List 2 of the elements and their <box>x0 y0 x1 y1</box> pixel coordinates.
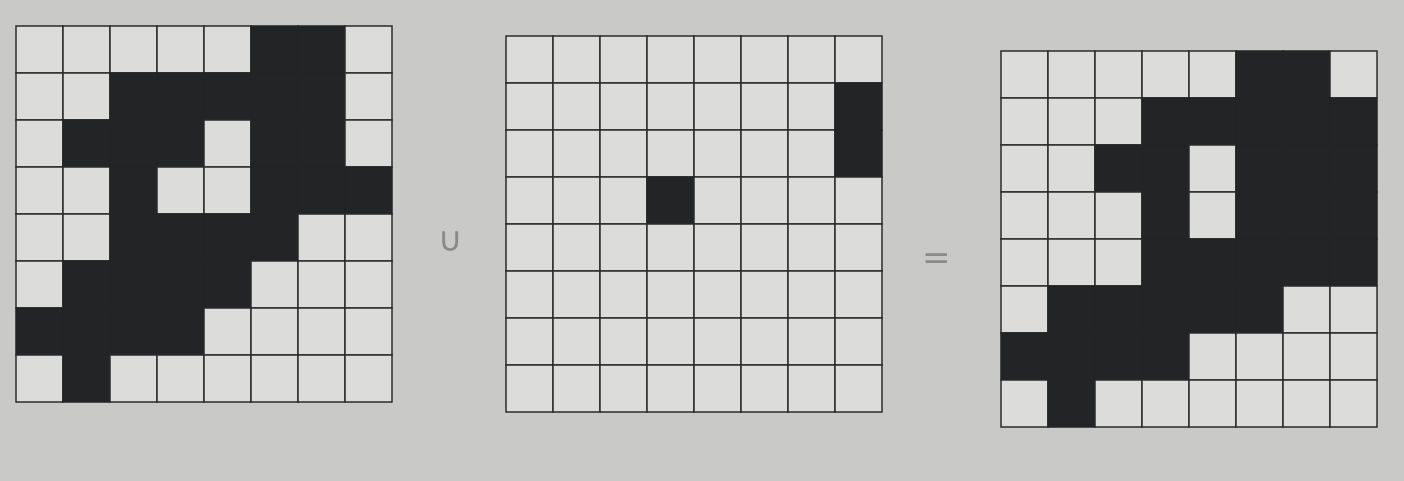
operator-symbol: = <box>922 240 951 274</box>
operator-symbol: ∪ <box>438 222 463 256</box>
